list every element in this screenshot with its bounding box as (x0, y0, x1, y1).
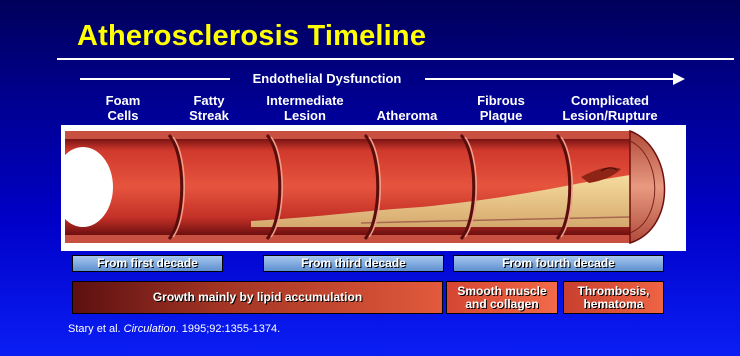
process-arrow-line-left (80, 78, 230, 80)
citation-journal: Circulation (124, 323, 176, 335)
artery-cross-section-illustration (61, 125, 686, 251)
stage-label-complicated-lesion: Complicated Lesion/Rupture (550, 93, 670, 123)
stage-label-atheroma: Atheroma (364, 93, 450, 123)
artery-illustration-panel (61, 125, 686, 251)
growth-band-line: and collagen (457, 298, 546, 311)
stage-label-line: Complicated (550, 93, 670, 108)
vessel-cut-end (630, 131, 665, 243)
citation-details: . 1995;92:1355-1374. (176, 323, 281, 335)
slide-title: Atherosclerosis Timeline (77, 20, 426, 53)
growth-band-line: Thrombosis, (577, 285, 649, 298)
citation: Stary et al. Circulation. 1995;92:1355-1… (68, 323, 280, 335)
title-underline (57, 58, 734, 60)
panel-edge (61, 125, 65, 251)
stage-label-line: Plaque (462, 108, 540, 123)
stage-label-line: Atheroma (364, 108, 450, 123)
stage-label-line: Streak (174, 108, 244, 123)
citation-authors: Stary et al. (68, 323, 124, 335)
stage-label-line: Fatty (174, 93, 244, 108)
stage-label-line: Lesion/Rupture (550, 108, 670, 123)
stage-label-line: Fibrous (462, 93, 540, 108)
stage-label-line: Foam (86, 93, 160, 108)
decade-band-first: From first decade (72, 255, 223, 272)
stage-label-line: Intermediate (250, 93, 360, 108)
stage-label-foam-cells: Foam Cells (86, 93, 160, 123)
arrow-head-icon (673, 73, 685, 85)
stage-label-line: Lesion (250, 108, 360, 123)
growth-band-lipid: Growth mainly by lipid accumulation (72, 281, 443, 314)
stage-label-line (364, 93, 450, 108)
stage-label-fibrous-plaque: Fibrous Plaque (462, 93, 540, 123)
growth-band-line: hematoma (577, 298, 649, 311)
stage-label-intermediate-lesion: Intermediate Lesion (250, 93, 360, 123)
growth-band-thrombosis: Thrombosis, hematoma (563, 281, 664, 314)
growth-band-smooth-muscle: Smooth muscle and collagen (446, 281, 558, 314)
process-arrow-line-right (425, 78, 675, 80)
endothelial-dysfunction-label: Endothelial Dysfunction (232, 71, 422, 86)
stage-label-line: Cells (86, 108, 160, 123)
growth-band-line: Smooth muscle (457, 285, 546, 298)
growth-band-line: Growth mainly by lipid accumulation (153, 291, 362, 304)
decade-band-fourth: From fourth decade (453, 255, 664, 272)
decade-band-third: From third decade (263, 255, 444, 272)
stage-label-fatty-streak: Fatty Streak (174, 93, 244, 123)
